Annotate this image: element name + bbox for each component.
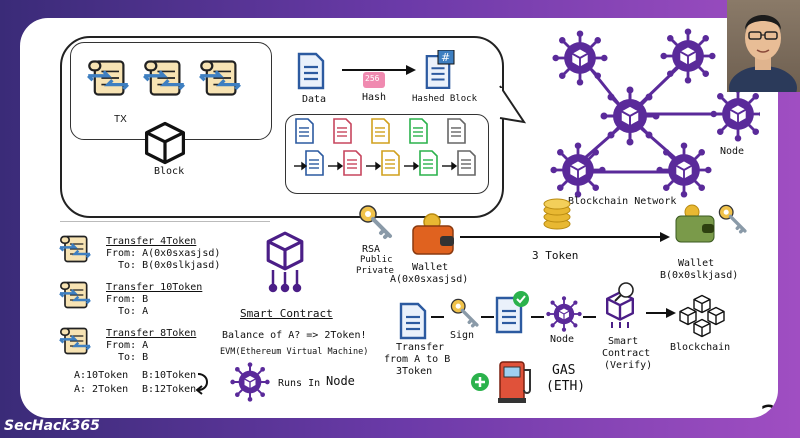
private-label: Private xyxy=(356,266,394,276)
blockchain-network-diagram xyxy=(550,28,760,198)
block-label: Block xyxy=(154,166,185,177)
chain-arrows xyxy=(294,161,458,171)
rsa-keys-icon xyxy=(356,202,396,242)
tx-scroll-icon xyxy=(86,58,130,98)
hashed-block-icon: # xyxy=(425,50,455,90)
chained-blocks-box xyxy=(285,114,489,194)
block-cube-icon xyxy=(142,120,188,166)
rsa-label: RSA xyxy=(362,244,381,255)
block-doc-icon xyxy=(294,118,316,144)
node-label: Node xyxy=(550,334,575,345)
wallet-b-label: Wallet xyxy=(678,258,715,269)
verify-contract-label: Smart xyxy=(608,336,639,347)
hash-icon: 256 xyxy=(363,72,385,88)
eth-label: (ETH) xyxy=(546,379,586,394)
block-doc-icon xyxy=(446,118,468,144)
evm-node-icon xyxy=(230,362,270,402)
transaction-title: Transfer 8Token xyxy=(106,328,197,339)
token-transfer-arrow xyxy=(460,232,670,242)
coins-icon xyxy=(543,198,571,230)
chained-blocks xyxy=(290,118,480,184)
transaction-to: To: A xyxy=(118,306,149,317)
flow-line xyxy=(583,316,596,318)
runs-in-node-label: Node xyxy=(326,374,355,388)
blockchain-network-label: Blockchain Network xyxy=(568,196,677,207)
balance-a-after: A: 2Token xyxy=(74,384,129,395)
sign-label: Sign xyxy=(450,330,475,341)
wallet-b-address: B(0x0slkjasd) xyxy=(660,270,739,281)
transaction-to: To: B(0x0slkjasd) xyxy=(118,260,221,271)
transaction-to: To: B xyxy=(118,352,149,363)
tx-scroll-icon xyxy=(142,58,186,98)
balance-query: Balance of A? => 2Token! xyxy=(222,330,367,341)
verify-contract-icon xyxy=(606,282,634,328)
block-doc-icon xyxy=(370,118,392,144)
gas-pump-icon xyxy=(498,361,531,403)
flow-line xyxy=(481,316,494,318)
three-token-label: 3 Token xyxy=(532,249,579,262)
public-label: Public xyxy=(360,255,393,265)
data-document-icon xyxy=(296,52,326,90)
block-doc-icon xyxy=(332,118,354,144)
hash-label: Hash xyxy=(362,92,387,103)
node-label: Node xyxy=(720,146,745,157)
data-label: Data xyxy=(302,94,327,105)
presenter-avatar xyxy=(729,15,797,110)
flow-line xyxy=(431,316,444,318)
transfer-document-icon xyxy=(398,302,428,340)
gas-label: GAS xyxy=(552,363,576,378)
wallet-b-icon xyxy=(675,203,747,243)
wallet-a-address: A(0x0sxasjsd) xyxy=(390,274,469,285)
svg-text:#: # xyxy=(441,51,450,64)
hashed-block-label: Hashed Block xyxy=(412,94,478,104)
presenter-webcam xyxy=(727,0,800,110)
hash-badge: 256 xyxy=(365,74,380,83)
smart-contract-icon xyxy=(266,231,304,293)
transaction-title: Transfer 4Token xyxy=(106,236,197,247)
balance-b-before: B:10Token xyxy=(142,370,197,381)
wallet-a-label: Wallet xyxy=(412,262,449,273)
flow-line xyxy=(531,316,544,318)
balance-a-before: A:10Token xyxy=(74,370,129,381)
hash-arrow xyxy=(342,65,416,75)
transaction-from: From: A(0x0sxasjsd) xyxy=(106,248,221,259)
transfer-label: 3Token xyxy=(396,366,433,377)
tx-label: TX xyxy=(114,114,127,125)
sechack-logo: SecHack365 xyxy=(4,418,100,434)
transfer-label: Transfer xyxy=(396,342,445,353)
transaction-from: From: B xyxy=(106,294,149,305)
divider xyxy=(60,221,270,222)
flow-node-icon xyxy=(546,296,582,332)
smart-contract-label: Smart Contract xyxy=(240,307,333,320)
verify-contract-label: Contract xyxy=(602,348,651,359)
transaction-scroll-icon xyxy=(58,280,92,310)
slide: TX Block Data 256 Hash # Hashed Block xyxy=(20,18,778,418)
transfer-label: from A to B xyxy=(384,354,451,365)
blockchain-label: Blockchain xyxy=(670,342,731,353)
transaction-from: From: A xyxy=(106,340,149,351)
bubble-tail xyxy=(494,85,527,124)
signed-document-icon xyxy=(495,291,529,334)
to-blockchain-arrow xyxy=(646,308,676,318)
balance-update-arrow xyxy=(196,373,208,395)
wallet-a-icon xyxy=(412,213,454,255)
sign-key-icon xyxy=(448,296,482,330)
block-doc-icon xyxy=(408,118,430,144)
transaction-scroll-icon xyxy=(58,234,92,264)
balance-b-after: B:12Token xyxy=(142,384,197,395)
verify-contract-label: (Verify) xyxy=(604,360,653,371)
transaction-title: Transfer 10Token xyxy=(106,282,203,293)
runs-in-label: Runs In xyxy=(278,378,321,389)
tx-scroll-icon xyxy=(198,58,242,98)
blockchain-icon xyxy=(679,294,725,338)
plus-icon xyxy=(471,373,489,391)
page-number: 2 xyxy=(760,400,778,418)
evm-label: EVM(Ethereum Virtual Machine) xyxy=(220,347,369,357)
transaction-scroll-icon xyxy=(58,326,92,356)
